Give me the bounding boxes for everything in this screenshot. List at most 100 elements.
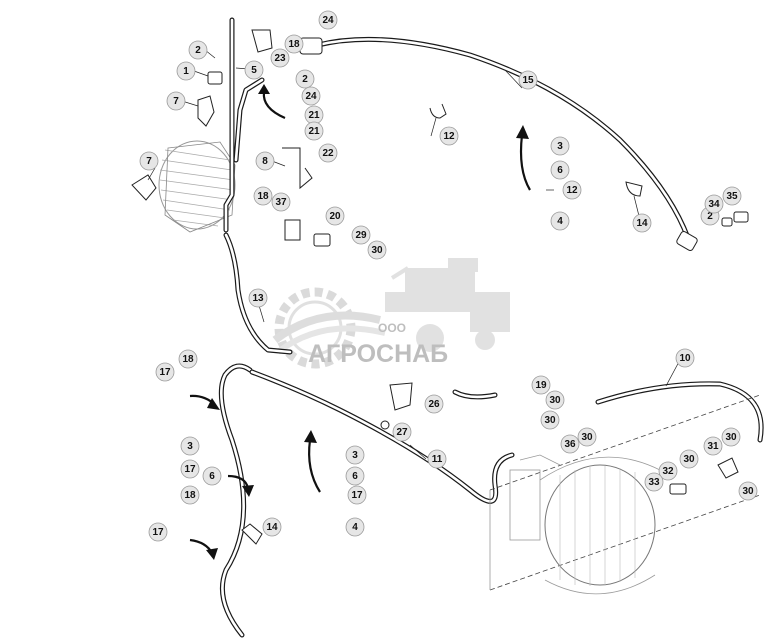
- hose-5: [223, 17, 265, 233]
- callout-15: 15: [518, 70, 538, 90]
- callout-number: 18: [184, 490, 196, 501]
- callout-18: 18: [178, 349, 198, 369]
- callout-number: 17: [351, 490, 363, 501]
- callout-33: 33: [644, 472, 664, 492]
- callout-30: 30: [738, 481, 758, 501]
- callout-number: 14: [266, 522, 278, 533]
- callout-number: 18: [288, 39, 300, 50]
- callout-7: 7: [139, 151, 159, 171]
- clamp-12-upper: [429, 103, 447, 119]
- callout-2: 2: [188, 40, 208, 60]
- callout-number: 6: [557, 165, 563, 176]
- hose-15-end-fitting: [676, 231, 698, 251]
- callout-19: 19: [531, 375, 551, 395]
- callout-17: 17: [155, 362, 175, 382]
- callout-number: 4: [557, 216, 563, 227]
- callout-6: 6: [202, 466, 222, 486]
- callout-number: 13: [252, 293, 264, 304]
- fitting-1: [207, 71, 223, 85]
- callout-6: 6: [550, 160, 570, 180]
- callout-number: 4: [352, 522, 358, 533]
- callout-number: 23: [274, 53, 286, 64]
- callout-13: 13: [248, 288, 268, 308]
- callout-number: 6: [209, 471, 215, 482]
- callout-18: 18: [180, 485, 200, 505]
- callout-27: 27: [392, 422, 412, 442]
- callout-5: 5: [244, 60, 264, 80]
- watermark-company-name: АГРОСНАБ: [308, 340, 448, 368]
- callout-32: 32: [658, 461, 678, 481]
- callout-17: 17: [148, 522, 168, 542]
- hose-13: [223, 232, 293, 355]
- callout-number: 30: [683, 454, 695, 465]
- callout-14: 14: [262, 517, 282, 537]
- callout-10: 10: [675, 348, 695, 368]
- callout-6: 6: [345, 466, 365, 486]
- callout-number: 24: [322, 15, 334, 26]
- hose-15: [299, 36, 698, 251]
- hose-10: [595, 381, 764, 443]
- callout-29: 29: [351, 225, 371, 245]
- callout-number: 21: [308, 126, 320, 137]
- clamp-14-upper: [625, 181, 643, 197]
- callout-30: 30: [721, 427, 741, 447]
- callout-number: 18: [182, 354, 194, 365]
- callout-2: 2: [295, 69, 315, 89]
- callout-number: 34: [708, 199, 720, 210]
- callout-11: 11: [427, 449, 447, 469]
- hose-11: [249, 369, 515, 504]
- valve-31: [717, 457, 739, 479]
- callout-number: 6: [352, 471, 358, 482]
- callout-number: 1: [183, 66, 189, 77]
- callout-34: 34: [704, 194, 724, 214]
- callout-14: 14: [632, 213, 652, 233]
- callout-number: 14: [636, 218, 648, 229]
- callout-number: 30: [725, 432, 737, 443]
- callout-number: 2: [302, 74, 308, 85]
- sensor-26: [380, 382, 413, 430]
- callout-number: 29: [355, 230, 367, 241]
- callout-number: 19: [535, 380, 547, 391]
- fitting-7-lower: [131, 174, 157, 201]
- callout-number: 11: [432, 454, 443, 465]
- watermark-prefix: ООО: [378, 321, 406, 335]
- agrosnab-watermark: ООО АГРОСНАБ: [272, 258, 510, 369]
- callout-number: 20: [329, 211, 341, 222]
- callout-number: 32: [662, 466, 674, 477]
- callout-17: 17: [180, 459, 200, 479]
- callout-number: 24: [305, 91, 317, 102]
- callout-24: 24: [318, 10, 338, 30]
- callout-number: 22: [322, 148, 334, 159]
- callout-number: 17: [184, 464, 196, 475]
- callout-20: 20: [325, 206, 345, 226]
- callout-24: 24: [301, 86, 321, 106]
- callout-number: 3: [187, 441, 193, 452]
- callout-number: 26: [428, 399, 440, 410]
- callout-30: 30: [540, 410, 560, 430]
- fitting-34-35: [721, 211, 749, 227]
- callout-number: 17: [152, 527, 164, 538]
- callout-36: 36: [560, 434, 580, 454]
- callout-number: 30: [371, 245, 383, 256]
- bracket-22: [282, 147, 313, 190]
- callout-number: 7: [146, 156, 152, 167]
- callout-number: 12: [566, 185, 578, 196]
- callout-3: 3: [345, 445, 365, 465]
- clamp-14-lower: [241, 523, 263, 545]
- callout-30: 30: [545, 390, 565, 410]
- callout-number: 33: [648, 477, 660, 488]
- callout-number: 37: [275, 197, 287, 208]
- callout-17: 17: [347, 485, 367, 505]
- callout-31: 31: [703, 436, 723, 456]
- hose-left-long: [218, 363, 253, 638]
- callout-number: 2: [195, 45, 201, 56]
- hose-15-fitting: [299, 37, 323, 55]
- callout-3: 3: [180, 436, 200, 456]
- callout-number: 27: [396, 427, 408, 438]
- callout-number: 30: [581, 432, 593, 443]
- callout-number: 30: [742, 486, 754, 497]
- compressor-assembly: [158, 140, 236, 233]
- callout-number: 2: [707, 211, 713, 222]
- callout-number: 30: [549, 395, 561, 406]
